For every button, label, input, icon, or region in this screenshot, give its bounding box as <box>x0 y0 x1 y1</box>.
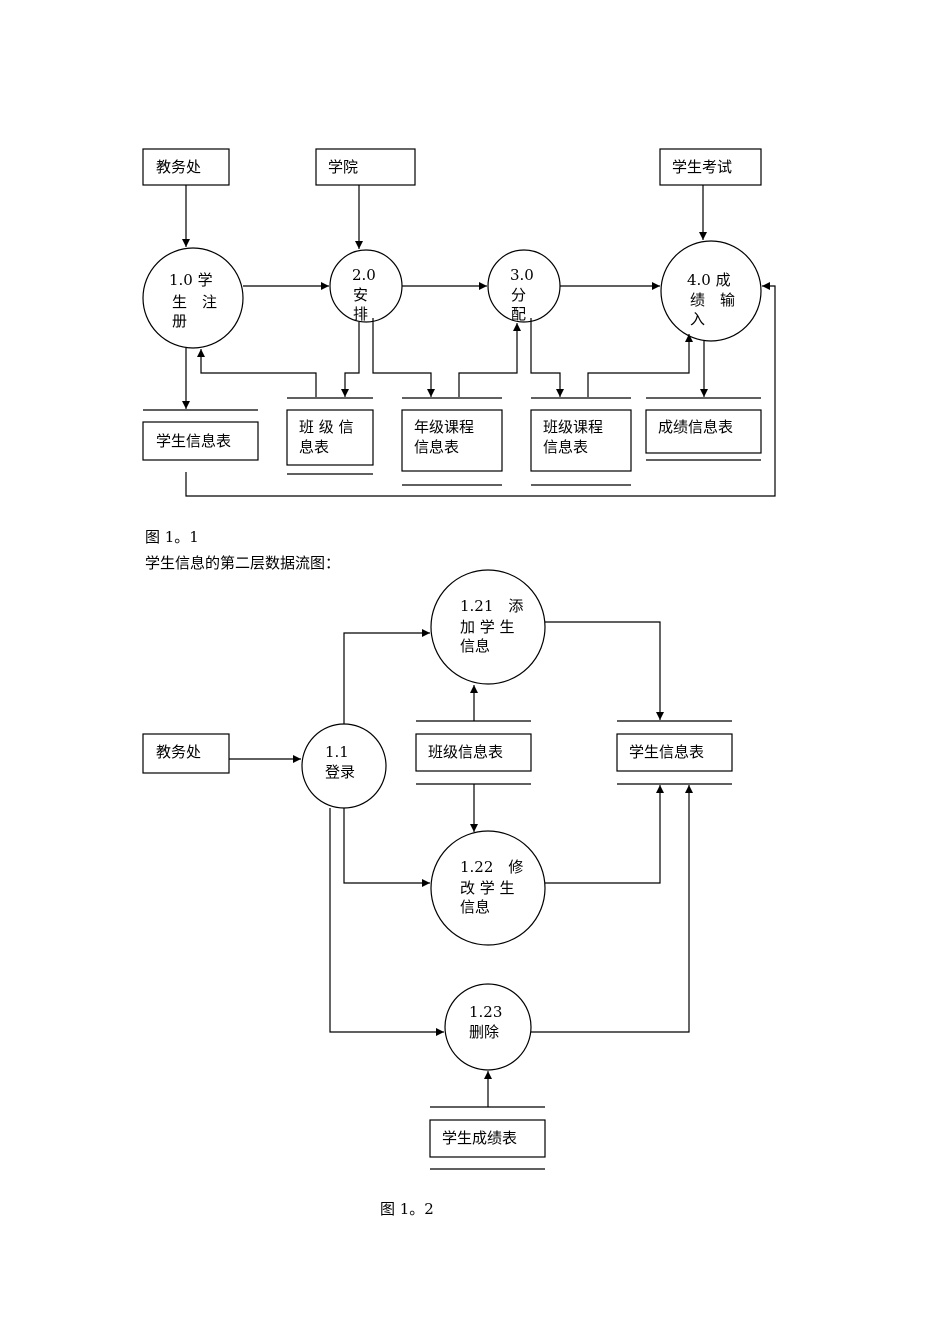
figure-1-2: 教务处 1.1 登录 1.21 添 加 学 生 信息 1.22 修 改 学 生 … <box>142 569 733 1170</box>
svg-text:加 学 生: 加 学 生 <box>460 618 515 636</box>
svg-text:改 学 生: 改 学 生 <box>460 879 515 897</box>
svg-text:信息: 信息 <box>460 898 490 916</box>
svg-text:信息表: 信息表 <box>543 438 588 456</box>
svg-text:分: 分 <box>511 286 526 304</box>
svg-text:删除: 删除 <box>469 1023 499 1041</box>
svg-text:1.23: 1.23 <box>469 1003 502 1021</box>
store-grade-course-info: 年级课程 信息表 <box>401 397 503 486</box>
entity-xueshengkaoshi: 学生考试 <box>659 148 762 186</box>
process-1-21-add-student: 1.21 添 加 学 生 信息 <box>430 569 546 685</box>
svg-text:1.1: 1.1 <box>325 743 349 761</box>
svg-text:班 级 信: 班 级 信 <box>299 418 354 436</box>
store-student-info: 学生信息表 <box>142 409 259 461</box>
svg-text:配: 配 <box>511 305 526 323</box>
svg-text:学生信息表: 学生信息表 <box>156 432 231 450</box>
store-class-course-info: 班级课程 信息表 <box>530 397 632 486</box>
svg-text:登录: 登录 <box>325 763 355 781</box>
process-3-0-allocate: 3.0 分 配 <box>487 249 561 323</box>
process-1-1-login: 1.1 登录 <box>301 723 387 809</box>
entity-xueyuan: 学院 <box>315 148 416 186</box>
svg-text:学生考试: 学生考试 <box>672 158 732 176</box>
entity-jiaowuchu-2: 教务处 <box>142 733 230 774</box>
entity-jiaowuchu: 教务处 <box>142 148 230 186</box>
svg-text:班级信息表: 班级信息表 <box>428 743 503 761</box>
svg-text:安: 安 <box>353 286 368 304</box>
svg-text:3.0: 3.0 <box>510 266 534 284</box>
svg-text:2.0: 2.0 <box>352 266 376 284</box>
svg-text:成绩信息表: 成绩信息表 <box>658 418 733 436</box>
svg-text:1.22 修: 1.22 修 <box>460 858 523 876</box>
svg-text:绩 输: 绩 输 <box>690 291 735 309</box>
subtitle-second-level-dfd: 学生信息的第二层数据流图： <box>145 554 341 572</box>
process-1-22-modify-student: 1.22 修 改 学 生 信息 <box>430 830 546 946</box>
store-student-info-2: 学生信息表 <box>616 720 733 785</box>
figure-1-1-caption: 图 1。1 <box>145 528 199 546</box>
svg-text:教务处: 教务处 <box>156 158 201 176</box>
svg-text:信息: 信息 <box>460 637 490 655</box>
svg-text:排: 排 <box>353 305 368 323</box>
svg-text:学生成绩表: 学生成绩表 <box>442 1129 517 1147</box>
svg-text:学院: 学院 <box>328 158 358 176</box>
process-1-23-delete: 1.23 删除 <box>444 983 532 1071</box>
svg-text:1.21 添: 1.21 添 <box>460 597 523 615</box>
svg-text:班级课程: 班级课程 <box>543 418 603 436</box>
process-4-0-grade-input: 4.0 成 绩 输 入 <box>660 240 762 342</box>
svg-text:入: 入 <box>690 310 705 328</box>
process-1-0-register: 1.0 学 生 注 册 <box>142 247 244 349</box>
svg-text:4.0 成: 4.0 成 <box>687 271 731 289</box>
process-2-0-arrange: 2.0 安 排 <box>329 249 403 323</box>
store-class-info-2: 班级信息表 <box>415 720 532 785</box>
svg-text:生 注: 生 注 <box>172 293 217 311</box>
svg-text:教务处: 教务处 <box>156 743 201 761</box>
figure-1-1-flows <box>182 185 776 497</box>
figure-1-2-caption: 图 1。2 <box>380 1200 434 1218</box>
svg-text:年级课程: 年级课程 <box>414 418 474 436</box>
store-student-grade: 学生成绩表 <box>429 1106 546 1170</box>
store-grade-info: 成绩信息表 <box>645 397 762 461</box>
figure-1-1: 教务处 学院 学生考试 1.0 学 生 注 册 2.0 安 排 3.0 分 配 <box>142 148 776 497</box>
svg-text:息表: 息表 <box>299 438 329 456</box>
svg-text:信息表: 信息表 <box>414 438 459 456</box>
svg-text:1.0 学: 1.0 学 <box>169 271 213 289</box>
svg-text:册: 册 <box>172 312 187 330</box>
store-class-info: 班 级 信 息表 <box>286 397 374 475</box>
figure-1-2-flows <box>229 621 693 1107</box>
svg-text:学生信息表: 学生信息表 <box>629 743 704 761</box>
